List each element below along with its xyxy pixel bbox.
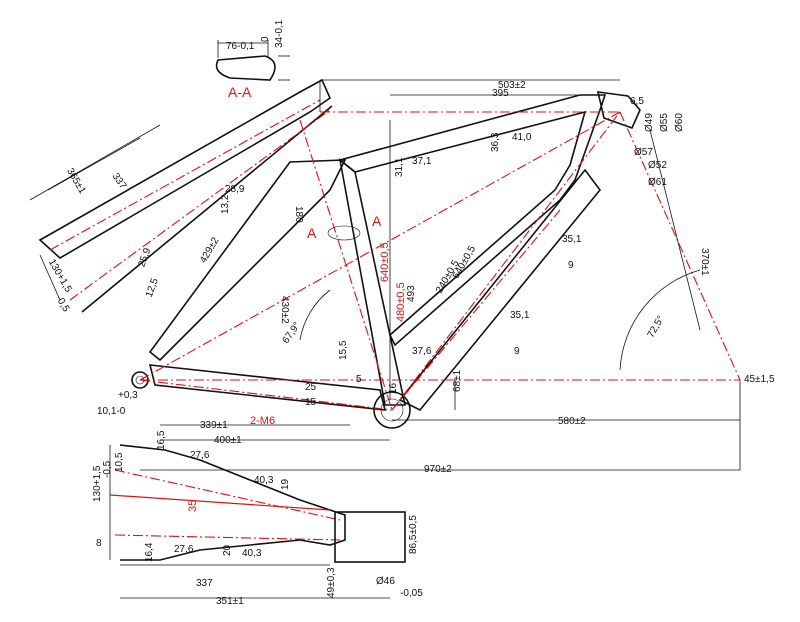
cs-bb-dim-5: 8 <box>96 538 102 549</box>
down-tube-outline <box>398 168 602 412</box>
dt-dim-3: 35,1 <box>510 310 530 321</box>
head-angle-label: 72,5° <box>646 314 667 340</box>
cs-dim-3: 40,3 <box>254 475 274 486</box>
chainstay-detail-outline <box>119 444 346 561</box>
head-tube-outline <box>596 91 641 130</box>
seat-dim-2: 480±0,5 <box>395 282 407 322</box>
cs-dim-5: 10,5 <box>114 452 125 472</box>
seatstay-detail: 365±1 337 25,9 12,5 130+1,5 -0,5 <box>29 78 333 315</box>
chainstay-outline <box>148 364 387 411</box>
cs-spread-tol: -0,5 <box>102 460 113 478</box>
cs-bb-dim-2: 49±0,3 <box>326 567 337 598</box>
seatstay-width: 12,5 <box>144 276 161 298</box>
dropout-dim-1: +0,3 <box>118 390 138 401</box>
cut-a-left: A <box>307 225 317 241</box>
cs-len-inner: 337 <box>196 578 213 589</box>
head-dim-7: Ø57 <box>634 147 653 158</box>
tt-dim-4: 31,1 <box>394 157 405 177</box>
dt-dim-4: 9 <box>514 346 520 357</box>
seatstay-outline-top <box>38 78 331 259</box>
cs-bb-dim-1: 86,5±0,5 <box>408 515 419 554</box>
seatstay-len-inner: 337 <box>110 171 129 191</box>
chainstay-detail: 16,5 27,6 40,3 19 10,5 130+1,5 -0,5 16,4… <box>92 430 423 607</box>
cs-bb-dim-4: -0,05 <box>400 588 423 599</box>
reach-label: 503±2 <box>498 80 526 91</box>
cs-dim-2: 27,6 <box>190 450 210 461</box>
head-dim-4: Ø60 <box>674 113 685 132</box>
section-dim-height-tol: 0 <box>260 36 271 42</box>
cs-mid: 35 <box>187 500 199 512</box>
top-tube-label: 395 <box>492 88 509 99</box>
bb-drop-label: 68±1 <box>452 369 463 392</box>
head-dim-6: Ø52 <box>648 160 667 171</box>
tt-dim-1: 41,0 <box>512 132 532 143</box>
wheelbase-label: 970±2 <box>424 464 452 475</box>
cs-bb-dim-3: Ø46 <box>376 576 395 587</box>
cs-bottom-2: 400±1 <box>214 435 242 446</box>
cs-bottom-dim-2: 27,6 <box>174 544 194 555</box>
bb-width-label: 37,6 <box>412 346 432 357</box>
bb-shell <box>373 391 411 429</box>
seatstay-spread-tol: -0,5 <box>53 294 71 315</box>
cs-bottom-dim-4: 40,3 <box>242 548 262 559</box>
ss-dim-1: 28,9 <box>225 184 245 195</box>
seatstay-len-outer: 365±1 <box>64 166 88 196</box>
m6-label: 2-M6 <box>250 415 275 427</box>
section-a-a: 76-0,1 0 34-0,1 A-A <box>215 19 290 100</box>
main-frame <box>131 79 741 471</box>
rear-dim-1: 25 <box>305 382 317 393</box>
cs-dim-4: 19 <box>280 478 291 490</box>
tt-dim-3: 37,1 <box>412 156 432 167</box>
section-dim-height: 34-0,1 <box>274 19 285 48</box>
stack-bb-label: 45±1,5 <box>744 374 775 385</box>
section-title: A-A <box>228 84 252 100</box>
ss-dim-2: 13,2 <box>220 194 231 214</box>
seat-angle-label: 67,9° <box>281 320 303 346</box>
bb-detail <box>334 511 406 563</box>
cut-a-right: A <box>372 213 382 229</box>
seatstay-outline <box>148 159 347 362</box>
main-frame-labels: 503±2 395 6,5 Ø49 Ø55 Ø60 Ø61 Ø52 Ø57 41… <box>97 80 775 475</box>
bb-hole-label: 5 <box>356 374 362 385</box>
head-dim-1: 6,5 <box>630 96 644 107</box>
head-dim-5: Ø61 <box>648 177 667 188</box>
fork-length-label: 370±1 <box>699 248 710 276</box>
seatstay-outline-bottom <box>81 105 333 313</box>
chainstay-dim-label: 430±2 <box>279 296 290 324</box>
bb-small-label: 16 <box>388 382 399 394</box>
cs-len-outer: 351±1 <box>216 596 244 607</box>
seat-tube-outline <box>338 158 406 406</box>
cs-spread: 130+1,5 <box>92 465 103 502</box>
seatstay-spread: 130+1,5 <box>46 257 74 294</box>
section-dim-width: 76-0,1 <box>226 41 255 52</box>
dt-dim-2: 9 <box>568 260 574 271</box>
head-dim-3: Ø55 <box>659 113 670 132</box>
cs-bottom-dim-1: 16,4 <box>144 542 155 562</box>
dt-dim-1: 35,1 <box>562 234 582 245</box>
head-dim-2: Ø49 <box>644 113 655 132</box>
chainstay-len-label: 580±2 <box>558 416 586 427</box>
dropout-dim-2: 10,1-0 <box>97 406 126 417</box>
cs-dim-1: 16,5 <box>156 430 167 450</box>
cs-bottom-dim-3: 20 <box>222 544 233 556</box>
rear-dim-2: 15 <box>305 397 317 408</box>
tt-dim-2: 36,3 <box>490 132 501 152</box>
seat-tube-label: 493 <box>406 285 417 302</box>
section-shape <box>215 55 276 81</box>
ss-dim-3: 180 <box>293 206 304 223</box>
cs-bottom-1: 339±1 <box>200 420 228 431</box>
seat-dim-1: 640±0,5 <box>379 242 391 282</box>
bb-shell-label: 15,5 <box>338 340 349 360</box>
